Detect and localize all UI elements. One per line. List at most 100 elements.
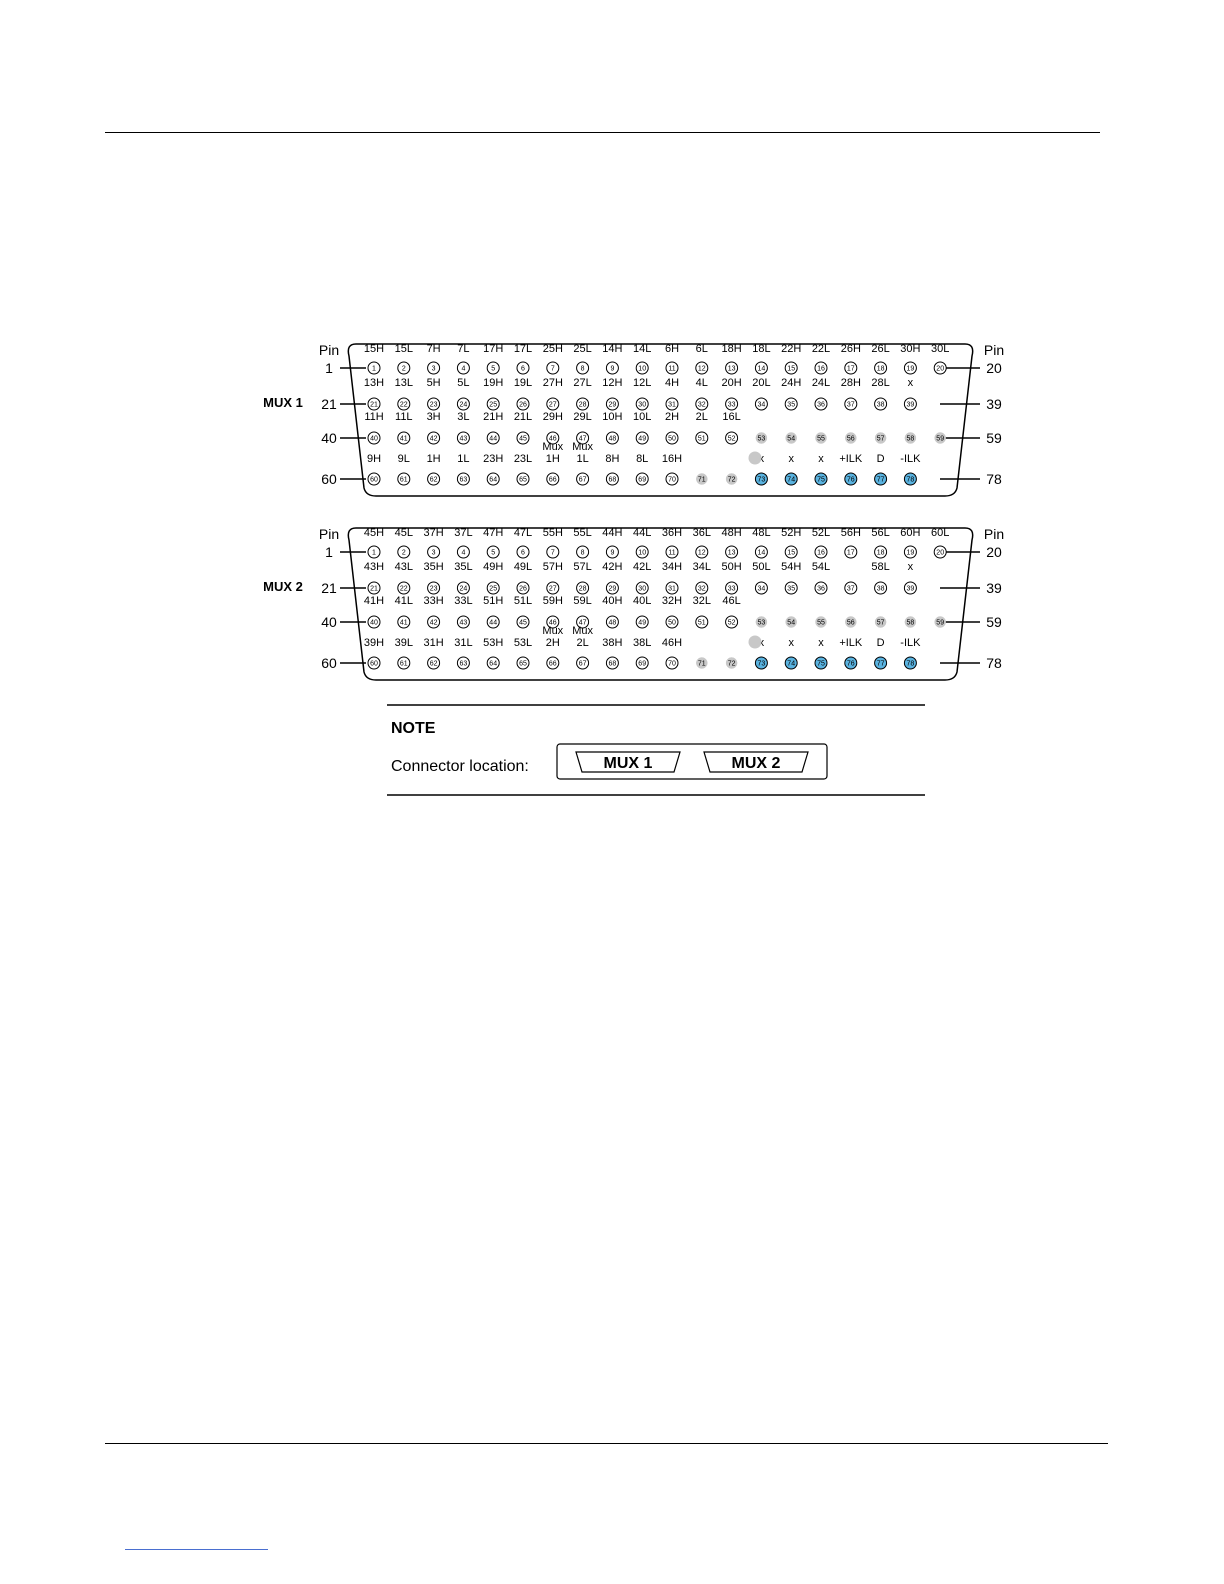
pin-signal-label: 8H — [605, 453, 619, 465]
pin-signal-label: 47H — [483, 527, 503, 539]
pin-number: 53 — [758, 436, 766, 443]
pin-number: 6 — [521, 366, 525, 373]
pin-number: 77 — [877, 477, 885, 484]
pin-19 — [903, 361, 917, 375]
pin-64 — [486, 472, 500, 486]
pin-signal-label: 2H — [665, 411, 679, 423]
pin-signal-label: 36L — [693, 527, 711, 539]
pin-25 — [486, 397, 500, 411]
pin-number: 69 — [638, 477, 646, 484]
pin-signal-label: 28H — [841, 377, 861, 389]
pin-signal-label: 56H — [841, 527, 861, 539]
pin-number: 58 — [907, 620, 915, 627]
pin-1 — [367, 545, 381, 559]
pin-number: 11 — [668, 550, 675, 557]
pin-number: 65 — [519, 661, 527, 668]
pin-signal-label: 60H — [900, 527, 920, 539]
pin-number: 7 — [551, 550, 555, 557]
pin-11 — [665, 361, 679, 375]
row-start-number: 40 — [321, 430, 337, 446]
pin-number: 48 — [609, 620, 617, 627]
row-start-number: 21 — [321, 580, 337, 596]
pin-22 — [397, 581, 411, 595]
pin-17 — [844, 361, 858, 375]
pin-number: 58 — [907, 436, 915, 443]
pin-signal-label: 54L — [812, 561, 830, 573]
pin-number: 76 — [847, 661, 855, 668]
pin-number: 38 — [877, 586, 885, 593]
pin-23 — [427, 581, 441, 595]
pin-signal-label: 33L — [454, 595, 472, 607]
pin-31 — [665, 397, 679, 411]
pin-52 — [725, 431, 739, 445]
pin-60 — [367, 656, 381, 670]
connector-mux1: 115H215L37H47L517H617L725H825L914H1014L1… — [340, 343, 980, 497]
pin-signal-label: D — [877, 637, 885, 649]
pin-signal-label: x — [788, 453, 794, 465]
pin-number: 62 — [430, 477, 438, 484]
pin-number: 49 — [638, 436, 646, 443]
pin-number: 60 — [370, 661, 378, 668]
pin-number: 12 — [698, 550, 706, 557]
pin-number: 22 — [400, 402, 408, 409]
pin-number: 51 — [698, 436, 706, 443]
pin-signal-label: 8L — [636, 453, 648, 465]
pin-13 — [725, 545, 739, 559]
row-end-number: 59 — [986, 614, 1002, 630]
pin-number: 70 — [668, 477, 676, 484]
pin-signal-label: 56L — [871, 527, 889, 539]
pin-71 — [696, 473, 708, 485]
pin-signal-label: 22H — [781, 343, 801, 355]
pin-number: 4 — [461, 366, 465, 373]
pin-signal-label: 21H — [483, 411, 503, 423]
pin-number: 30 — [638, 586, 646, 593]
pin-16 — [814, 545, 828, 559]
pin-signal-label: 11L — [395, 411, 413, 423]
pin-53 — [755, 432, 768, 444]
pin-41 — [397, 431, 411, 445]
pin-31 — [665, 581, 679, 595]
pin-label-right: Pin — [984, 526, 1004, 542]
pin-signal-label: 35H — [424, 561, 444, 573]
pin-number: 57 — [877, 436, 885, 443]
pin-3 — [427, 361, 441, 375]
pin-18 — [874, 545, 888, 559]
pin-number: 28 — [579, 586, 587, 593]
pin-number: 23 — [430, 402, 438, 409]
pin-signal-label: 39H — [364, 637, 384, 649]
pin-61 — [397, 656, 411, 670]
pin-signal-label: 2H — [546, 637, 560, 649]
pin-23 — [427, 397, 441, 411]
pin-number: 68 — [609, 661, 617, 668]
pin-27 — [546, 397, 560, 411]
pin-16 — [814, 361, 828, 375]
pin-number: 71 — [698, 477, 706, 484]
pin-76 — [844, 472, 858, 486]
pin-signal-label: 51H — [483, 595, 503, 607]
pin-number: 25 — [489, 586, 497, 593]
pin-signal-label: 50H — [722, 561, 742, 573]
pin-74 — [784, 656, 798, 670]
pin-12 — [695, 545, 709, 559]
pin-number: 24 — [460, 586, 468, 593]
pin-number: 50 — [668, 620, 676, 627]
pin-signal-label: 13L — [395, 377, 413, 389]
pin-signal-label: 1H — [427, 453, 441, 465]
pin-24 — [456, 397, 470, 411]
pin-5 — [486, 545, 500, 559]
pin-70 — [665, 472, 679, 486]
pin-number: 30 — [638, 402, 646, 409]
pin-signal-label: 30H — [900, 343, 920, 355]
pin-number: 56 — [847, 620, 855, 627]
row-start-number: 60 — [321, 471, 337, 487]
pin-number: 31 — [668, 402, 676, 409]
pin-number: 25 — [489, 402, 497, 409]
row-start-number: 1 — [325, 360, 333, 376]
pin-number: 63 — [460, 477, 468, 484]
pin-57 — [874, 616, 887, 628]
pin-number: 60 — [370, 477, 378, 484]
pin-signal-label: 19L — [514, 377, 532, 389]
pin-signal-label: 14L — [633, 343, 651, 355]
pin-number: 73 — [758, 477, 766, 484]
pin-signal-label: 53L — [514, 637, 532, 649]
